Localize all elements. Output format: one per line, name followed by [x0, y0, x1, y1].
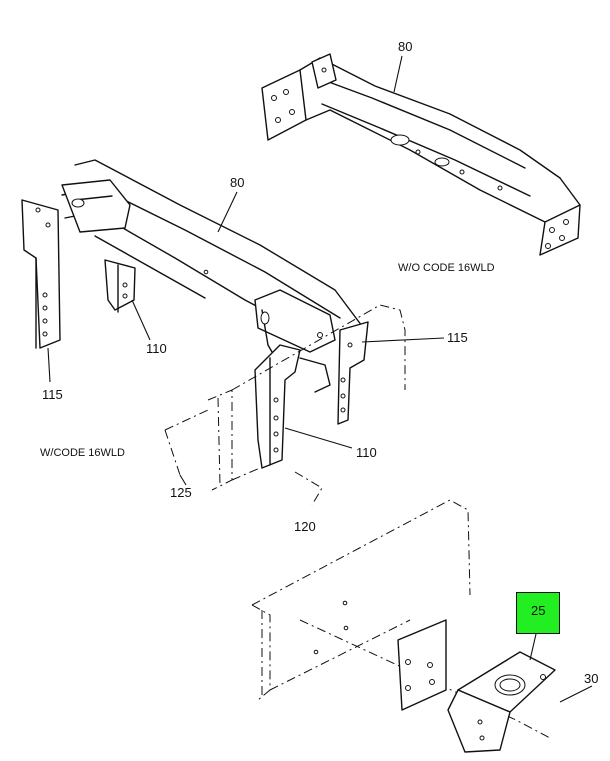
label-left-110: 110 — [146, 341, 167, 356]
label-30: 30 — [584, 671, 599, 686]
label-25: 25 — [531, 603, 546, 618]
plate-lower — [397, 619, 447, 711]
crossmember-assembly-80 — [61, 159, 366, 353]
label-right-115: 115 — [447, 330, 468, 345]
leader-center-110 — [284, 427, 353, 449]
leader-left-110 — [131, 299, 151, 341]
bracket-left-110 — [104, 259, 136, 313]
leader-mid-80 — [217, 191, 238, 233]
leader-125 — [179, 474, 187, 486]
frame-rail-phantom-lower — [251, 499, 551, 739]
leader-25 — [529, 633, 537, 661]
leader-30 — [559, 685, 593, 703]
leader-left-115 — [47, 347, 51, 383]
highlight-callout-25[interactable]: 25 — [516, 592, 560, 634]
frame-rail-phantom-upper — [164, 304, 406, 506]
label-125: 125 — [170, 485, 192, 500]
label-mid-80: 80 — [230, 175, 245, 190]
label-left-115: 115 — [42, 387, 63, 402]
note-without-code: W/O CODE 16WLD — [398, 262, 495, 274]
label-120: 120 — [294, 519, 316, 534]
bracket-center-110 — [254, 344, 331, 469]
label-center-110: 110 — [356, 445, 377, 460]
leader-top-80 — [393, 55, 403, 93]
leader-right-115 — [361, 337, 445, 343]
bracket-right-115 — [337, 321, 369, 425]
label-top-80: 80 — [398, 39, 413, 54]
crossmember-top-80 — [261, 53, 581, 256]
note-with-code: W/CODE 16WLD — [40, 447, 125, 459]
bracket-left-115 — [21, 199, 61, 349]
bracket-25 — [447, 651, 556, 753]
